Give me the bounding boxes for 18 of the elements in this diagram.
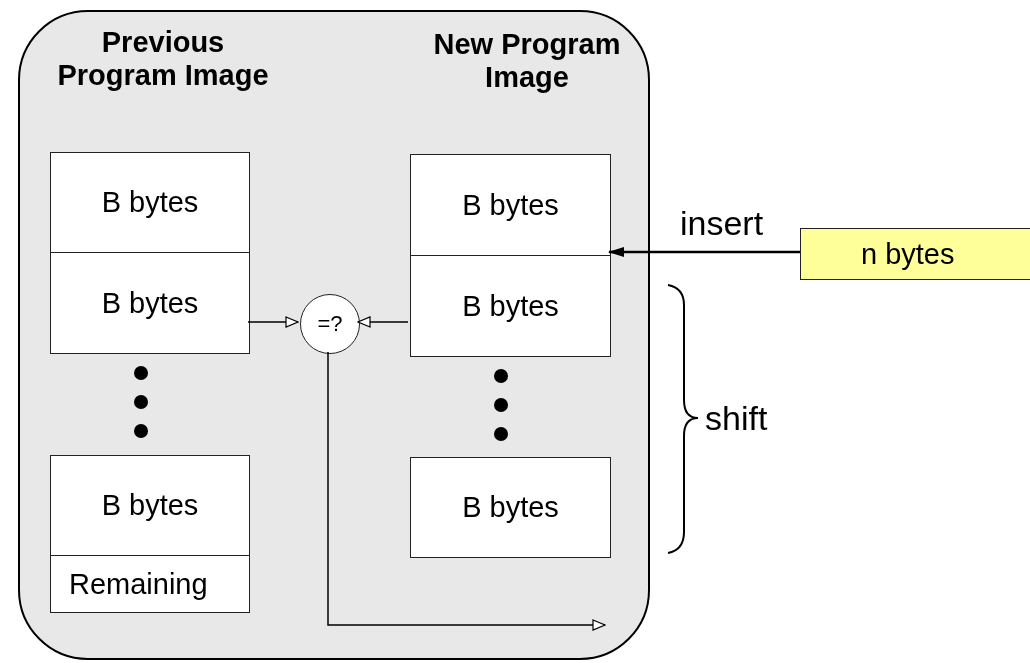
arrow: [247, 316, 299, 328]
memory-block: Remaining: [50, 555, 250, 613]
memory-block: B bytes: [410, 154, 611, 256]
column-heading: New Program Image: [432, 28, 622, 94]
compare-circle: =?: [300, 294, 360, 354]
rounded-panel: [18, 10, 650, 660]
memory-block: B bytes: [50, 252, 250, 354]
memory-block: B bytes: [50, 152, 250, 253]
brace-label: shift: [705, 398, 769, 438]
column-heading: Previous Program Image: [56, 26, 270, 92]
edge-label: insert: [680, 204, 764, 243]
arrow: [357, 316, 409, 328]
data-block: n bytes: [800, 228, 1030, 280]
memory-block: B bytes: [410, 457, 611, 558]
arrow: [608, 247, 800, 257]
arrow: [327, 351, 606, 631]
memory-block: B bytes: [410, 255, 611, 357]
memory-block: B bytes: [50, 455, 250, 556]
